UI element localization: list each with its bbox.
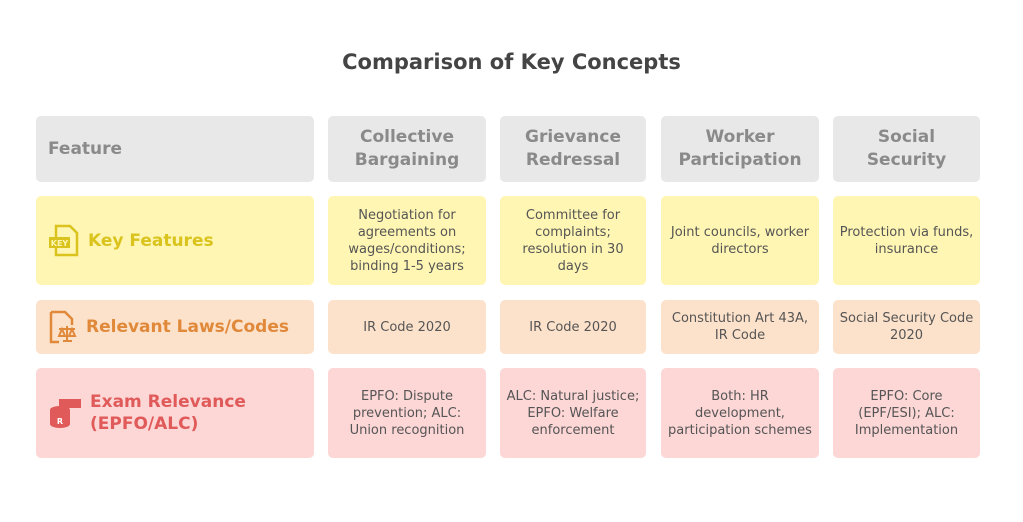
cell: ALC: Natural justice; EPFO: Welfare enfo…	[500, 368, 646, 458]
svg-text:R: R	[57, 417, 63, 426]
header-grievance-redressal: Grievance Redressal	[500, 116, 646, 182]
row-label-exam-relevance: R Exam Relevance (EPFO/ALC)	[36, 368, 314, 458]
cell: EPFO: Dispute prevention; ALC: Union rec…	[328, 368, 486, 458]
cell: Committee for complaints; resolution in …	[500, 196, 646, 285]
cell: Social Security Code 2020	[833, 300, 980, 354]
header-collective-bargaining: Collective Bargaining	[328, 116, 486, 182]
row-label-relevant-laws: Relevant Laws/Codes	[36, 300, 314, 354]
header-social-security: Social Security	[833, 116, 980, 182]
cell: EPFO: Core (EPF/ESI); ALC: Implementatio…	[833, 368, 980, 458]
cell: Joint councils, worker directors	[661, 196, 819, 285]
database-icon: R	[50, 399, 81, 428]
cell: Negotiation for agreements on wages/cond…	[328, 196, 486, 285]
cell: Protection via funds, insurance	[833, 196, 980, 285]
cell: IR Code 2020	[328, 300, 486, 354]
scales-document-icon	[49, 310, 77, 344]
key-file-icon: KEY	[49, 224, 79, 256]
page-title: Comparison of Key Concepts	[342, 50, 681, 74]
header-worker-participation: Worker Participation	[661, 116, 819, 182]
cell: Constitution Art 43A, IR Code	[661, 300, 819, 354]
cell: Both: HR development, participation sche…	[661, 368, 819, 458]
cell: IR Code 2020	[500, 300, 646, 354]
svg-text:KEY: KEY	[51, 239, 69, 248]
header-feature: Feature	[36, 116, 314, 182]
row-label-key-features: KEY Key Features	[36, 196, 314, 285]
